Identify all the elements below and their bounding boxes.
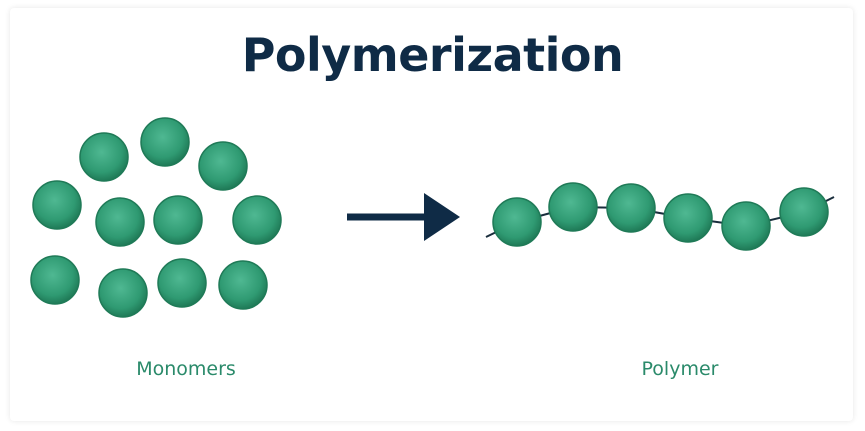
monomer	[198, 141, 248, 191]
monomer	[157, 258, 207, 308]
diagram-title: Polymerization	[241, 28, 624, 82]
monomer	[32, 180, 82, 230]
arrow-head	[424, 193, 460, 241]
polymer-chain	[485, 182, 835, 251]
polymer-unit	[663, 193, 713, 243]
monomer	[153, 195, 203, 245]
polymer-unit	[779, 187, 829, 237]
polymer-label: Polymer	[641, 358, 719, 380]
monomers-label: Monomers	[136, 358, 236, 380]
monomer	[79, 132, 129, 182]
monomer-group	[30, 117, 282, 318]
polymer-unit	[548, 182, 598, 232]
monomer	[95, 197, 145, 247]
monomer	[140, 117, 190, 167]
monomer	[218, 260, 268, 310]
reaction-arrow	[347, 193, 460, 241]
polymer-unit	[721, 201, 771, 251]
monomer	[30, 255, 80, 305]
polymer-unit	[606, 183, 656, 233]
polymer-unit	[492, 197, 542, 247]
monomer	[98, 268, 148, 318]
monomer	[232, 195, 282, 245]
